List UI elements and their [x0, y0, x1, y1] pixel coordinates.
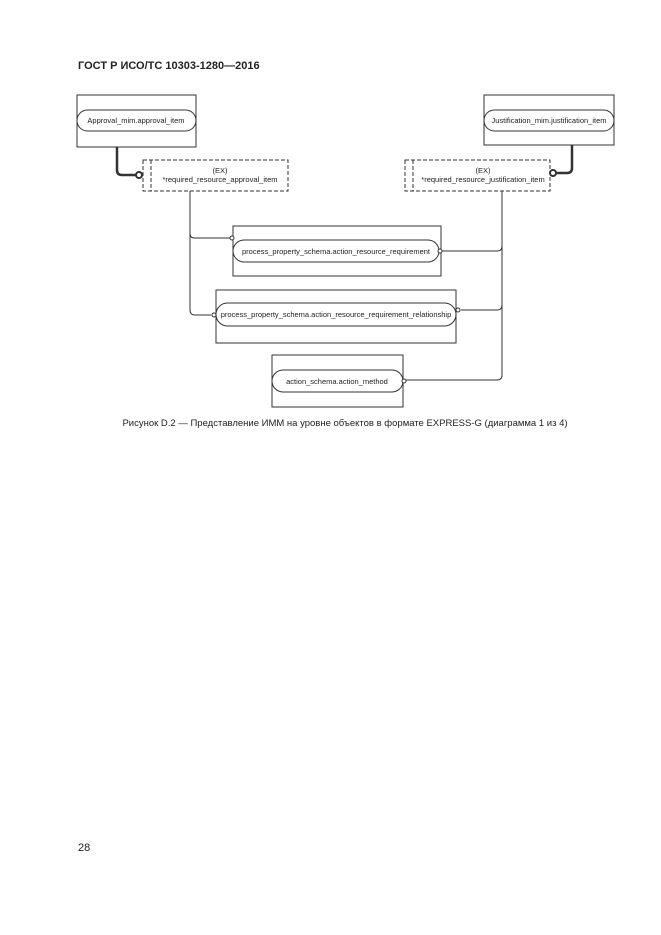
justification-item-label: Justification_mim.justification_item — [491, 116, 606, 125]
ext-justification-tag: (EX) — [476, 166, 492, 175]
ext-justification-name: *required_resource_justification_item — [421, 175, 544, 184]
ext-justification-box — [404, 159, 551, 192]
approval-supertype-link — [115, 147, 136, 177]
requirement-label: process_property_schema.action_resource_… — [242, 247, 431, 256]
ext-approval-tag: (EX) — [213, 166, 229, 175]
page-number: 28 — [78, 842, 91, 854]
method-label: action_schema.action_method — [286, 377, 388, 386]
figure-caption: Рисунок D.2 — Представление ИММ на уровн… — [122, 418, 568, 429]
justification-to-targets-link — [406, 191, 503, 381]
justification-item-oval — [483, 109, 615, 132]
approval-item-oval — [76, 109, 197, 132]
ext-approval-name: *required_resource_approval_item — [162, 175, 277, 184]
ext-approval-box — [142, 159, 289, 192]
relationship-label: process_property_schema.action_resource_… — [221, 310, 452, 319]
document-header: ГОСТ Р ИСО/ТС 10303-1280—2016 — [78, 60, 260, 72]
justification-supertype-link — [556, 145, 574, 175]
approval-to-relationship-link — [189, 191, 211, 316]
approval-item-label: Approval_mim.approval_item — [87, 116, 184, 125]
